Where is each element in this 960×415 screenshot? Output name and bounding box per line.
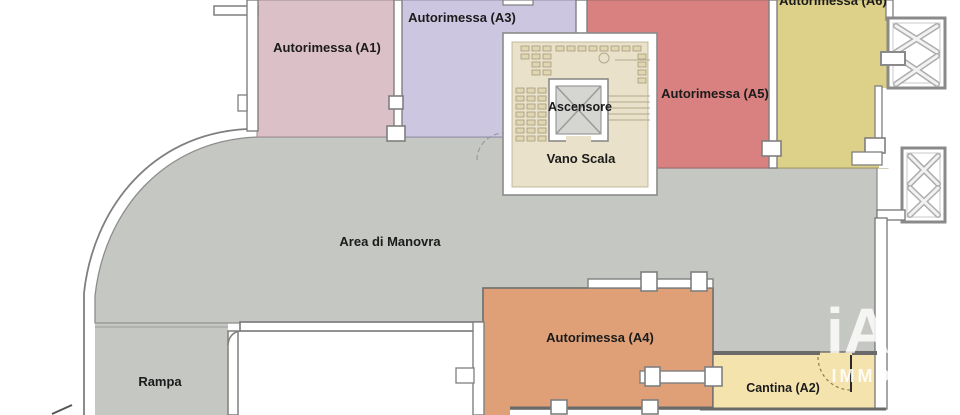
wall-a3-a5 xyxy=(575,0,588,35)
door-arc-stairwell xyxy=(476,132,505,161)
pillar-box xyxy=(704,366,723,387)
wall-a3-top-stub xyxy=(502,0,534,6)
pillar-box xyxy=(386,125,406,142)
pillar-box xyxy=(864,137,886,154)
wall-below-shaft2 xyxy=(876,209,906,221)
wall-rampa-corner xyxy=(227,330,241,346)
room-a5-label: Autorimessa (A5) xyxy=(661,86,769,101)
room-a3-label: Autorimessa (A3) xyxy=(408,10,516,25)
watermark-logo: iA xyxy=(826,295,890,367)
room-cantina-label: Cantina (A2) xyxy=(746,381,820,395)
stair-flight-lines xyxy=(598,52,650,121)
shaft-notch xyxy=(880,51,906,66)
shaft-2 xyxy=(900,146,947,224)
wall-rampa-right xyxy=(227,330,239,415)
cantina-walls xyxy=(700,351,886,415)
wall-a4-left-step xyxy=(455,367,475,384)
room-a1-fill xyxy=(256,0,396,138)
wall-a1-a3 xyxy=(393,0,403,138)
pillar-box xyxy=(761,140,782,157)
pillar-box xyxy=(690,271,708,292)
wall-manovra-bottom xyxy=(239,321,484,332)
outer-curve-wall xyxy=(83,128,248,415)
pillar-box xyxy=(550,399,568,415)
area-manovra-label: Area di Manovra xyxy=(339,234,441,249)
pillar-box xyxy=(644,366,661,387)
elevator-door-gap xyxy=(566,136,591,142)
wall-a5-a6 xyxy=(768,0,778,169)
pillar-box xyxy=(641,399,659,415)
pillar-box xyxy=(388,95,404,110)
wall-left-jog xyxy=(237,94,248,112)
door-arc-cantina xyxy=(817,356,852,391)
a4-walls xyxy=(510,271,723,415)
ramp-arrow-tick xyxy=(51,404,73,415)
watermark-name: IMMO xyxy=(832,366,893,386)
pillar-box xyxy=(640,271,658,292)
room-cantina-fill xyxy=(712,351,878,410)
elevator-x-icon xyxy=(555,85,602,135)
rampa-label: Rampa xyxy=(138,374,182,389)
wall-a6-bottom-step xyxy=(851,151,883,166)
wall-left-of-a1 xyxy=(246,0,259,132)
room-a1-label: Autorimessa (A1) xyxy=(273,40,381,55)
rampa-region xyxy=(95,323,228,415)
shaft-1 xyxy=(880,16,947,90)
room-a4-fill-tail xyxy=(484,405,511,415)
room-a4-label: Autorimessa (A4) xyxy=(546,330,654,345)
stair-treads xyxy=(515,45,647,142)
stairwell xyxy=(476,32,658,196)
room-a4-fill xyxy=(482,287,714,410)
x-brace-icon xyxy=(907,153,941,218)
vano-scala-label: Vano Scala xyxy=(547,151,616,166)
room-a6-label: Autorimessa (A6) xyxy=(779,0,887,8)
elevator xyxy=(548,78,609,142)
ascensore-label: Ascensore xyxy=(548,100,612,114)
watermark: iA IMMO xyxy=(826,295,893,386)
x-brace-icon xyxy=(893,23,940,87)
